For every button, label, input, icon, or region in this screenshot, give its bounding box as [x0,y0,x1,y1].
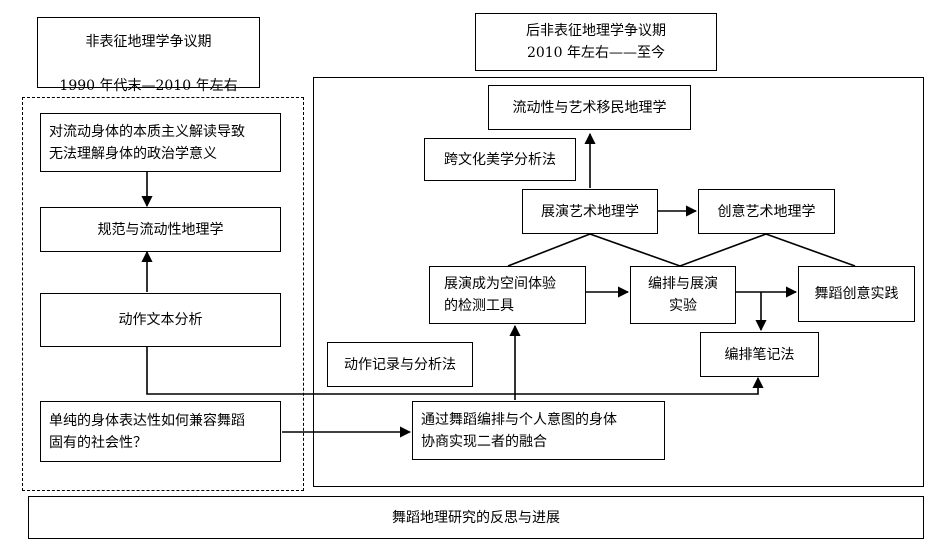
perf-art-geo-box: 展演艺术地理学 [522,189,658,234]
migration-geo-text: 流动性与艺术移民地理学 [512,99,667,116]
link-perf-right [589,233,681,267]
crosscultural-text: 跨文化美学分析法 [444,151,556,168]
choreo-experiment-text: 编排与展演 实验 [648,276,718,314]
perf-tool-box: 展演成为空间体验 的检测工具 [429,266,586,324]
late-period-group [313,77,924,487]
link-creative-right [765,233,856,267]
norm-mobility-box: 规范与流动性地理学 [40,207,281,252]
essentialism-text: 对流动身体的本质主义解读导致 无法理解身体的政治学意义 [49,123,245,162]
motion-record-text: 动作记录与分析法 [344,356,456,373]
negotiation-text: 通过舞蹈编排与个人意图的身体 协商实现二者的融合 [421,411,617,450]
essentialism-box: 对流动身体的本质主义解读导致 无法理解身体的政治学意义 [40,113,281,172]
footer-box: 舞蹈地理研究的反思与进展 [28,496,924,539]
motion-text-label: 动作文本分析 [118,312,203,328]
early-period-group [22,97,304,491]
expressivity-box: 单纯的身体表达性如何兼容舞蹈 固有的社会性？ [40,401,281,462]
period-late-box: 后非表征地理学争议期 2010 年左右——至今 [475,13,717,71]
perf-tool-text: 展演成为空间体验 的检测工具 [444,276,556,314]
link-creative-left [679,233,767,267]
line-motion-to-notes [146,346,764,395]
footer-text: 舞蹈地理研究的反思与进展 [392,509,560,526]
perf-art-geo-text: 展演艺术地理学 [541,203,639,220]
crosscultural-box: 跨文化美学分析法 [424,138,576,181]
period-early-title: 非表征地理学争议期 [85,33,212,50]
period-early-box: 非表征地理学争议期 1990 年代末—2010 年左右 [37,17,260,94]
migration-geo-box: 流动性与艺术移民地理学 [488,85,691,130]
motion-text-box: 动作文本分析 [40,293,281,347]
negotiation-box: 通过舞蹈编排与个人意图的身体 协商实现二者的融合 [412,401,665,460]
expressivity-text: 单纯的身体表达性如何兼容舞蹈 固有的社会性？ [49,412,245,451]
period-early-range: 1990 年代末—2010 年左右 [59,77,238,94]
creative-art-geo-box: 创意艺术地理学 [698,189,835,234]
choreo-experiment-box: 编排与展演 实验 [630,266,736,324]
period-early-text: 非表征地理学争议期 1990 年代末—2010 年左右 [59,9,237,97]
link-perf-left [507,233,591,267]
dance-practice-box: 舞蹈创意实践 [798,266,915,322]
period-late-text: 后非表征地理学争议期 2010 年左右——至今 [526,20,666,64]
period-late-range: 2010 年左右——至今 [526,45,666,61]
dance-practice-text: 舞蹈创意实践 [814,286,899,302]
period-late-title: 后非表征地理学争议期 [526,23,666,39]
norm-mobility-text: 规范与流动性地理学 [97,221,224,238]
choreo-notes-box: 编排笔记法 [700,332,819,377]
motion-record-box: 动作记录与分析法 [327,342,473,387]
choreo-notes-text: 编排笔记法 [724,346,795,363]
creative-art-geo-text: 创意艺术地理学 [717,203,816,220]
